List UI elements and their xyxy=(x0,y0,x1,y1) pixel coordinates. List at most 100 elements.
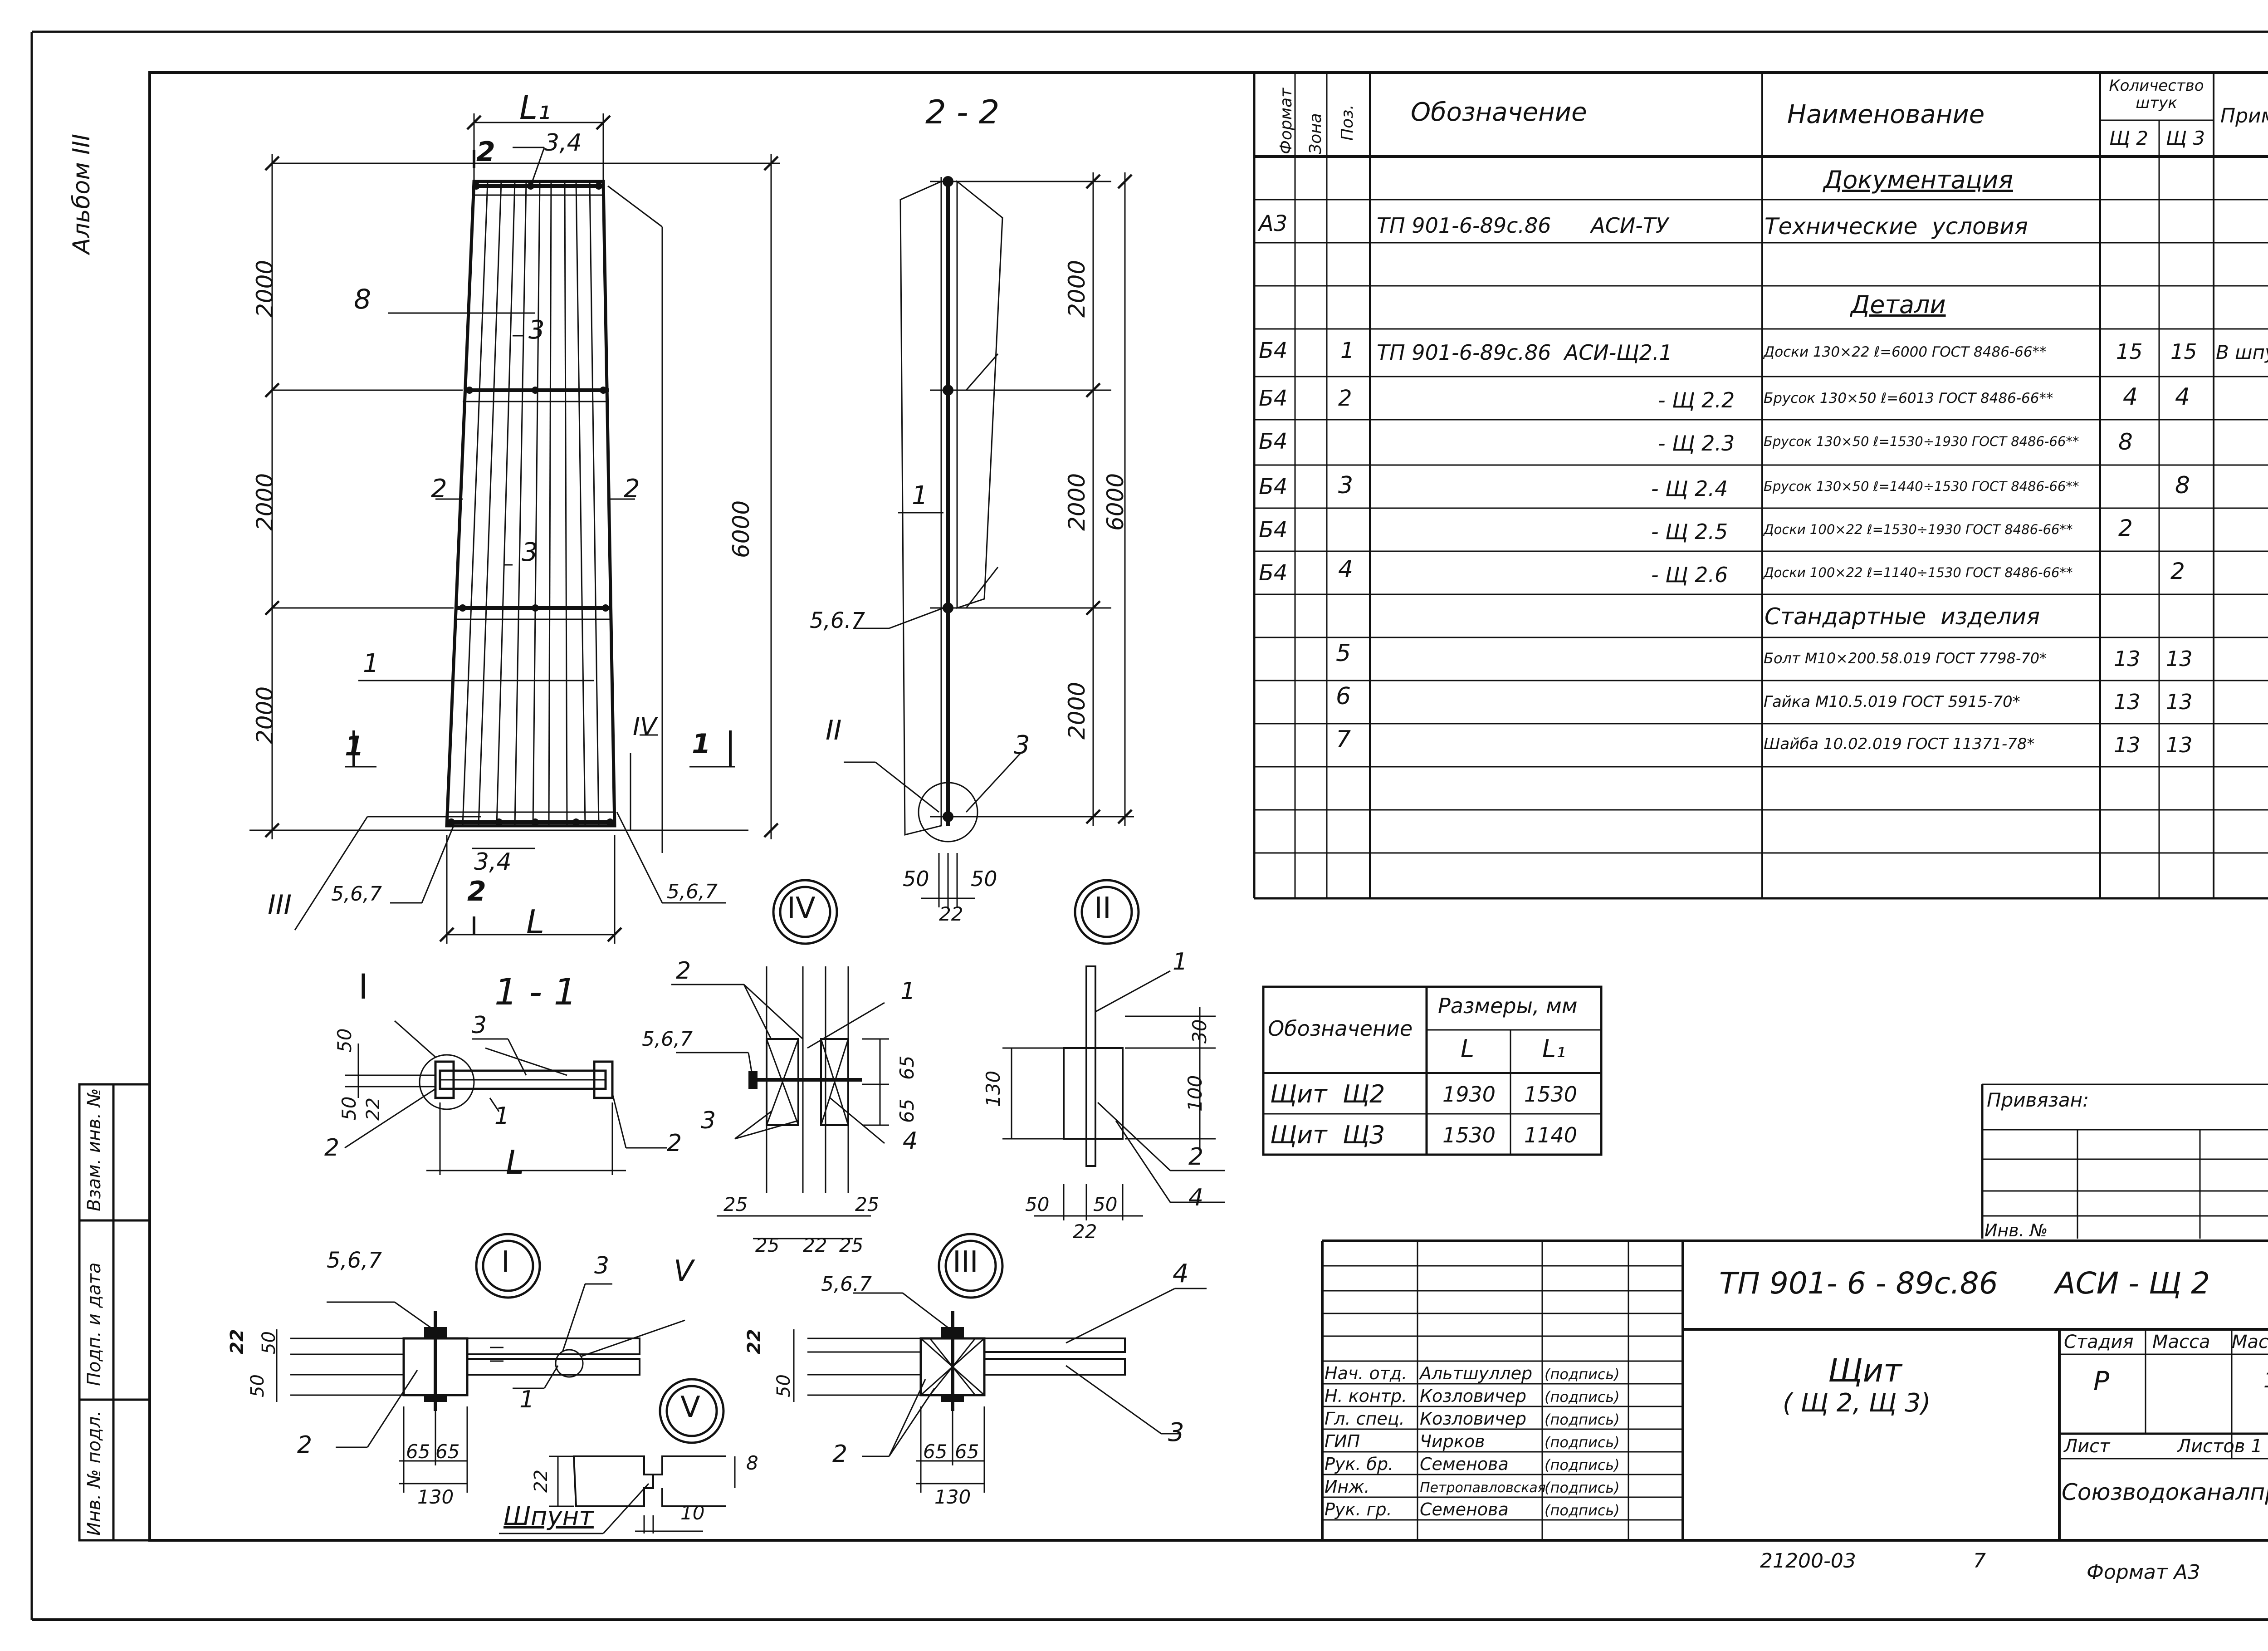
spec-row-1-name: Технические условия xyxy=(1765,213,2028,240)
label-pos-2-nIII: 2 xyxy=(832,1440,848,1468)
person-0-role: Нач. отд. xyxy=(1325,1363,1408,1383)
dim-65-nIV-b: 65 xyxy=(896,1098,918,1123)
label-node-III-ref: III xyxy=(268,889,292,921)
sizes-h-designation: Обозначение xyxy=(1268,1016,1413,1041)
dim-22-nV: 22 xyxy=(531,1470,552,1493)
spec-row-3-note: В шпунт xyxy=(2216,341,2268,363)
dim-50-nI-a: 50 xyxy=(259,1331,279,1354)
copy-number: 7 xyxy=(1973,1549,1986,1573)
tied-block-grid xyxy=(1981,1083,2268,1239)
dim-22-nII: 22 xyxy=(1073,1220,1097,1243)
dim-2000-e: 2000 xyxy=(1064,473,1090,531)
sizes-row-0-name: Щит Щ2 xyxy=(1270,1080,1385,1108)
label-pos-3-nIV: 3 xyxy=(701,1107,716,1134)
title-sub: ( Щ 2, Щ 3) xyxy=(1783,1388,1931,1418)
dim-8-nV: 8 xyxy=(746,1452,758,1474)
label-pos-1-s11: 1 xyxy=(494,1102,510,1130)
person-6-role: Рук. гр. xyxy=(1325,1499,1392,1519)
label-pos-4-nIV: 4 xyxy=(903,1127,918,1155)
dim-50-nII-r: 50 xyxy=(1093,1193,1118,1215)
node-III xyxy=(793,1288,1207,1493)
label-pos-3-nI: 3 xyxy=(594,1252,610,1279)
dim-50-s11-b: 50 xyxy=(338,1096,360,1121)
title-scale-h: Масштаб xyxy=(2232,1332,2268,1352)
tied-inv: Инв. № xyxy=(1984,1220,2048,1240)
person-3-sign: (подпись) xyxy=(1545,1434,1620,1451)
label-pos-567-nIII: 5,6.7 xyxy=(821,1273,872,1296)
dim-22-nIII: 22 xyxy=(744,1329,765,1354)
label-node-II-ref: II xyxy=(826,715,842,746)
node-V-symbol: V xyxy=(680,1391,700,1424)
spec-row-12-q2: 13 xyxy=(2114,733,2141,757)
dim-50-nIII: 50 xyxy=(773,1374,794,1397)
spec-row-6-q3: 8 xyxy=(2175,472,2190,499)
label-pos-4-nII: 4 xyxy=(1188,1184,1204,1211)
label-pos-4-nIII: 4 xyxy=(1173,1259,1189,1288)
dim-130-nII: 130 xyxy=(982,1070,1004,1107)
dim-50-sec-r: 50 xyxy=(971,867,997,891)
label-pos-1-elev: 1 xyxy=(363,649,379,678)
label-pos-2-s11-l: 2 xyxy=(324,1134,340,1161)
label-L-bottom: L xyxy=(526,903,545,941)
person-4-role: Рук. бр. xyxy=(1325,1454,1394,1474)
spec-row-12-pos: 7 xyxy=(1336,726,1351,753)
elevation-bolts xyxy=(448,182,614,826)
dim-65-nIV-a: 65 xyxy=(896,1055,918,1080)
spec-row-1-format: А3 xyxy=(1259,211,1288,236)
spec-h-pos: Поз. xyxy=(1338,104,1357,141)
node-I-symbol: I xyxy=(501,1245,510,1279)
label-pos-3-nIII: 3 xyxy=(1168,1418,1184,1447)
dim-50-sec-l: 50 xyxy=(903,867,929,891)
node-IV-symbol: IV xyxy=(787,892,816,925)
spec-h-note: Примечан xyxy=(2220,104,2268,127)
spec-h-q3: Щ 3 xyxy=(2166,127,2205,149)
person-3-role: ГИП xyxy=(1325,1431,1360,1451)
spec-row-8-format: Б4 xyxy=(1259,560,1288,586)
label-pos-2-nII: 2 xyxy=(1188,1143,1204,1171)
spec-row-8-designation: - Щ 2.6 xyxy=(1651,563,1728,587)
spec-row-1-designation: ТП 901-6-89с.86 АСИ-ТУ xyxy=(1377,213,1669,238)
left-stamp-frame xyxy=(78,1083,151,1542)
dim-30-nII: 30 xyxy=(1188,1019,1211,1044)
shield-elevation xyxy=(249,113,780,944)
label-pos-3-b: 3 xyxy=(522,538,538,567)
label-pos-567-nIV: 5,6,7 xyxy=(642,1028,693,1051)
person-1-sign: (подпись) xyxy=(1545,1388,1620,1406)
spec-row-6-format: Б4 xyxy=(1259,474,1288,500)
spec-row-6-name: Брусок 130×50 ℓ=1440÷1530 ГОСТ 8486-66** xyxy=(1764,479,2079,494)
spec-h-qty: Количество штук xyxy=(2109,77,2204,112)
spec-row-8-q3: 2 xyxy=(2170,558,2185,584)
person-0-sign: (подпись) xyxy=(1545,1366,1620,1383)
spec-row-3-name: Доски 130×22 ℓ=6000 ГОСТ 8486-66** xyxy=(1764,344,2047,360)
person-5-sign: (подпись) xyxy=(1545,1479,1620,1496)
node-III-symbol: III xyxy=(953,1245,978,1279)
title-main: Щит xyxy=(1828,1352,1902,1389)
spec-row-12-q3: 13 xyxy=(2166,733,2193,757)
spec-row-4-name: Брусок 130×50 ℓ=6013 ГОСТ 8486-66** xyxy=(1764,390,2053,407)
title-stage-h: Стадия xyxy=(2064,1332,2134,1352)
label-pos-1-nII: 1 xyxy=(1173,948,1188,975)
label-pos-3-sec: 3 xyxy=(1014,730,1030,760)
spec-row-7-q2: 2 xyxy=(2118,515,2133,541)
spec-row-3-designation: ТП 901-6-89с.86 АСИ-Щ2.1 xyxy=(1377,340,1672,365)
dim-6000-a: 6000 xyxy=(728,500,754,558)
title-block-grid xyxy=(1321,1239,2268,1540)
label-node-IV-ref: IV xyxy=(633,712,657,741)
label-node-V-ref: V xyxy=(674,1254,694,1288)
person-4-sign: (подпись) xyxy=(1545,1456,1620,1474)
label-pos-2-nIV: 2 xyxy=(676,957,691,985)
label-pos-567-left: 5,6,7 xyxy=(331,882,382,906)
label-pos-3-s11: 3 xyxy=(472,1012,487,1039)
title-sheets-h: Листов 1 xyxy=(2177,1436,2263,1457)
node-V xyxy=(499,1455,736,1534)
label-cut-2-top: 2 xyxy=(476,136,495,168)
left-stamp-a: Взам. инв. № xyxy=(84,1088,105,1211)
format-label: Формат А3 xyxy=(2087,1561,2200,1584)
dim-2000-c: 2000 xyxy=(252,686,278,744)
person-1-name: Козловичер xyxy=(1420,1386,1527,1406)
dim-50-nI-b: 50 xyxy=(247,1374,268,1397)
spec-row-3-q3: 15 xyxy=(2170,339,2197,364)
label-pos-2-nI: 2 xyxy=(297,1431,313,1459)
label-pos-567-nI: 5,6,7 xyxy=(327,1248,382,1273)
spec-row-3-pos: 1 xyxy=(1340,338,1354,363)
